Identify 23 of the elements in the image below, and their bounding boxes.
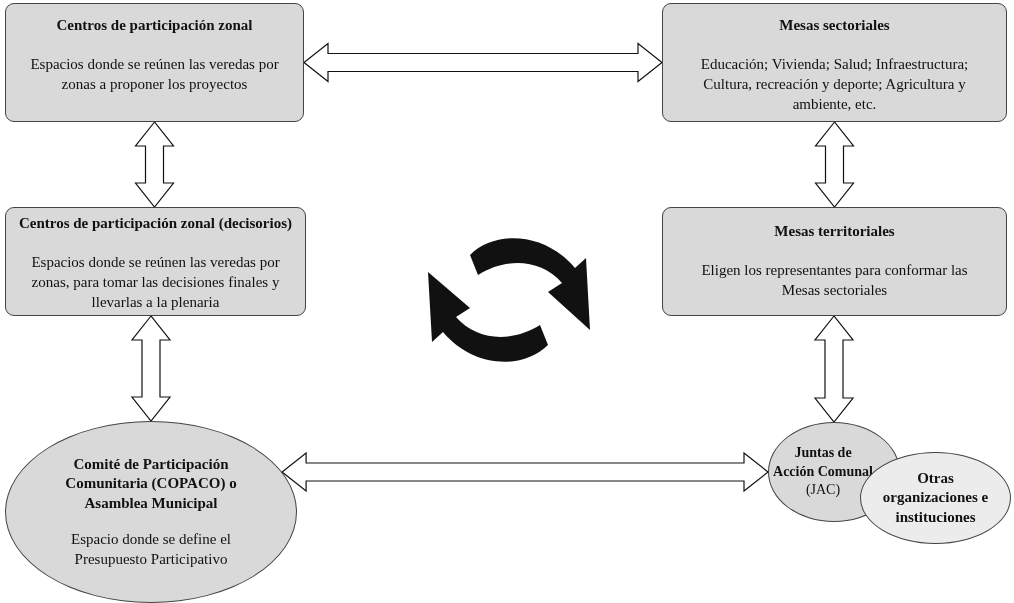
node-heading: Juntas de Acción Comunal [773, 444, 873, 481]
double-block-arrow [130, 315, 172, 422]
node-heading: Centros de participación zonal [56, 16, 253, 35]
node-heading: Centros de participación zonal (decisorios) [18, 214, 292, 233]
node-heading: Comité de Participación Comunitaria (COPACO) o Asamblea Municipal [64, 454, 238, 513]
node-description: Espacios donde se reúnen las veredas por zonas a proponer los proyectos [29, 54, 280, 94]
process-box [5, 207, 306, 316]
process-box [5, 3, 304, 122]
node-heading: Otras organizaciones e instituciones [881, 468, 990, 527]
process-box [662, 207, 1007, 316]
double-block-arrow [303, 42, 663, 83]
node-heading: Mesas territoriales [774, 222, 895, 241]
node-description: Espacio donde se define el Presupuesto Participativo [70, 530, 232, 570]
node-description: Educación; Vivienda; Salud; Infraestructura; Cultura, recreación y deporte; Agricultura y ambiente, etc. [699, 54, 970, 114]
process-box [662, 3, 1007, 122]
double-block-arrow [281, 451, 769, 493]
double-block-arrow [134, 121, 175, 208]
node-heading: Mesas sectoriales [779, 16, 890, 35]
node-description: (JAC) [805, 480, 841, 499]
double-block-arrow [813, 315, 855, 423]
node-description: Eligen los representantes para conformar las Mesas sectoriales [700, 260, 969, 300]
double-block-arrow [814, 121, 855, 208]
node-description: Espacios donde se reúnen las veredas por zonas, para tomar las decisiones finales y llevarlas a la plenaria [30, 252, 281, 312]
